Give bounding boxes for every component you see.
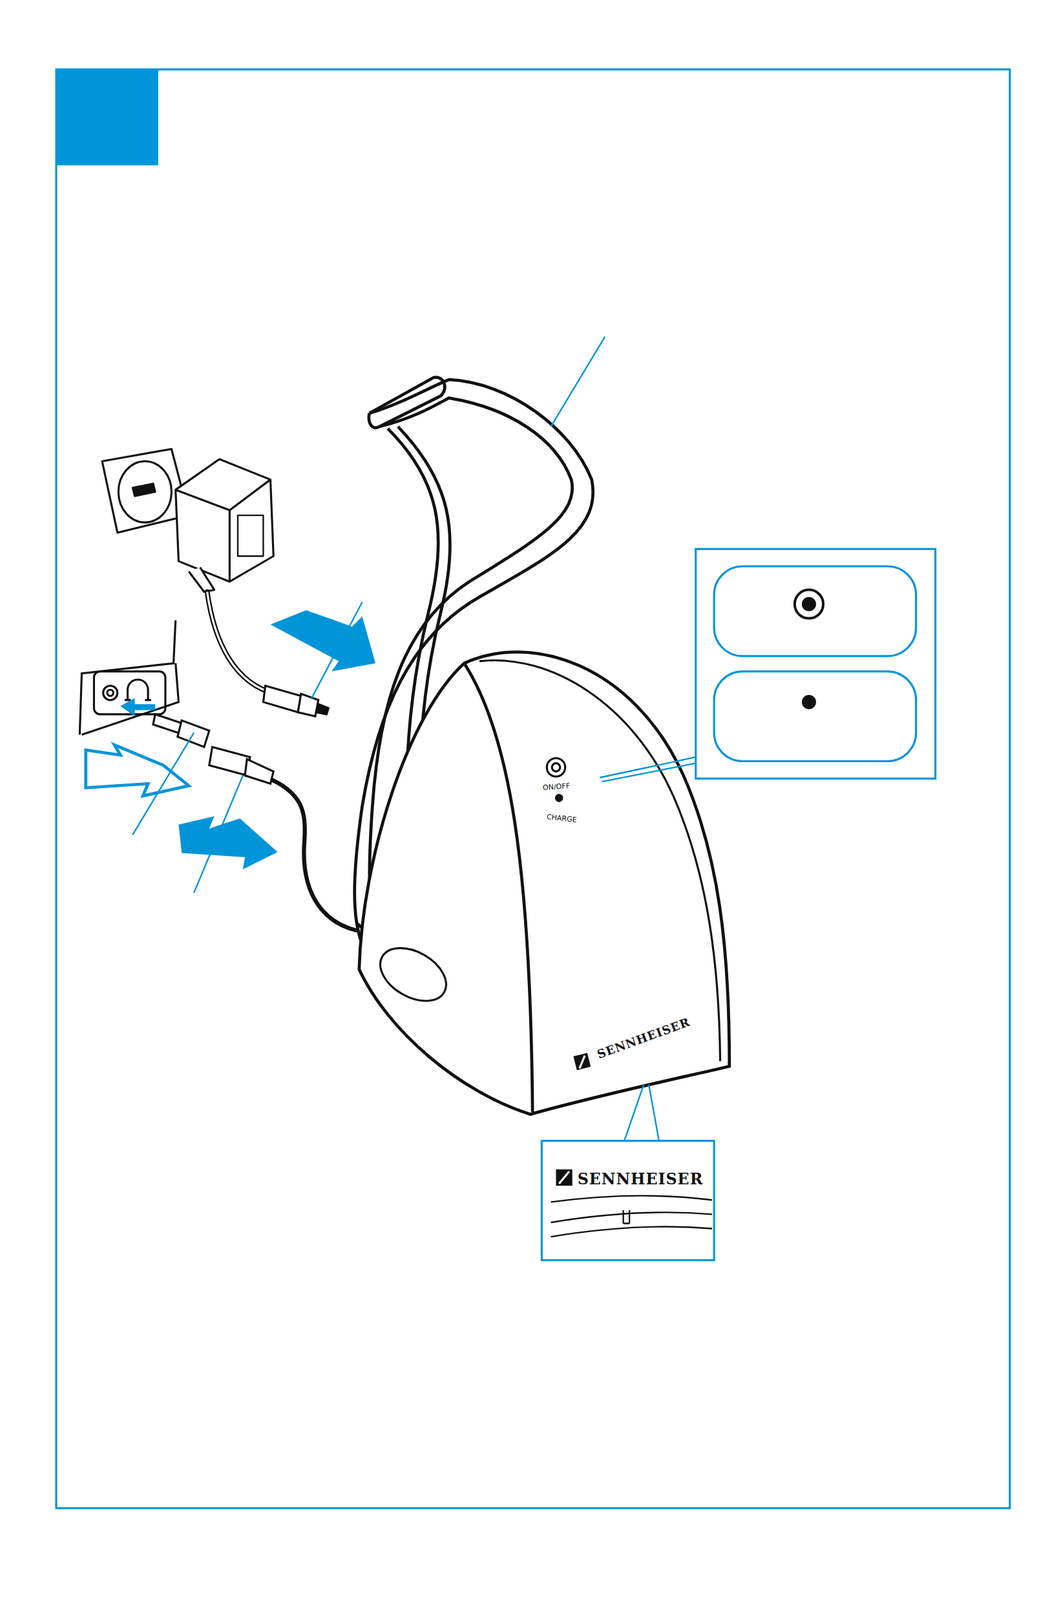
dc-plug: [262, 685, 301, 713]
power-adapter: [175, 458, 274, 581]
arrow-adapter: [85, 744, 189, 796]
corner-tab: [56, 69, 159, 165]
arrow-jack: [178, 816, 278, 870]
button-icon: [794, 589, 824, 618]
audio-cable: [271, 779, 358, 931]
brand-name: SENNHEISER: [577, 1171, 704, 1188]
callout-box: [695, 548, 936, 778]
arrow-dc: [270, 609, 376, 672]
jack-plug: [209, 746, 251, 775]
base-station: [359, 651, 730, 1114]
adapter-cable: [207, 591, 298, 700]
socket: [118, 460, 172, 523]
led-icon: [801, 694, 817, 709]
frame: [56, 69, 1010, 1508]
detail-box: [541, 1140, 715, 1261]
on-off-button: [546, 757, 565, 777]
charge-led: [555, 794, 562, 801]
control-label: ON/OFF: [542, 781, 571, 791]
